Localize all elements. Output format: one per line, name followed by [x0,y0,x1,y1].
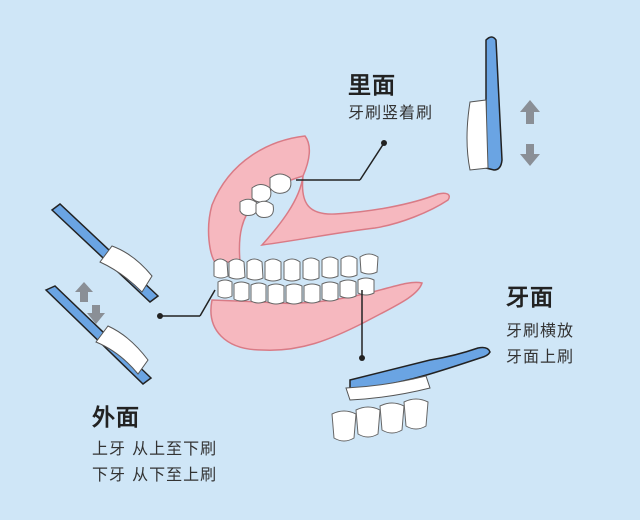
outer-label: 外面 上牙 从上至下刷 下牙 从下至上刷 [92,398,217,488]
outer-title: 外面 [92,405,140,431]
inner-leader-line-2 [359,142,385,181]
outer-desc-line1: 上牙 从上至下刷 [92,439,218,458]
lower-molars [331,398,429,442]
toothbrush-icon [44,285,153,385]
upper-gum-right [260,175,450,247]
outer-leader-dot [157,313,163,319]
inner-title: 里面 [348,73,396,99]
chewing-leader-dot [359,355,365,361]
toothbrush-icon [345,346,491,401]
arrow-up-icon [520,100,540,124]
inner-leader-dot [381,140,387,146]
toothbrush-icon [466,36,503,171]
chewing-brush-group [331,290,491,442]
outer-desc-line2: 下牙 从下至上刷 [92,465,218,484]
arrow-down-icon [520,144,540,166]
chewing-desc-line1: 牙刷横放 [506,321,575,340]
chewing-desc-line2: 牙面上刷 [506,347,575,366]
arrow-up-icon [75,282,93,302]
inner-back-teeth [239,173,292,218]
outer-leader-line-2 [199,289,216,317]
dentures-icon [207,135,450,351]
inner-brush-group [296,36,540,181]
chewing-title: 牙面 [506,285,554,311]
outer-brush-group [44,203,216,385]
arrow-down-icon [87,305,105,324]
toothbrush-icon [50,203,160,303]
inner-desc-line1: 牙刷竖着刷 [348,103,434,122]
upper-gum [207,135,311,263]
chewing-label: 牙面 牙刷横放 牙面上刷 [506,278,574,370]
lower-teeth-row [217,277,375,305]
brush-bristles [466,99,489,171]
upper-teeth-row [213,253,379,282]
inner-label: 里面 牙刷竖着刷 [348,66,433,126]
